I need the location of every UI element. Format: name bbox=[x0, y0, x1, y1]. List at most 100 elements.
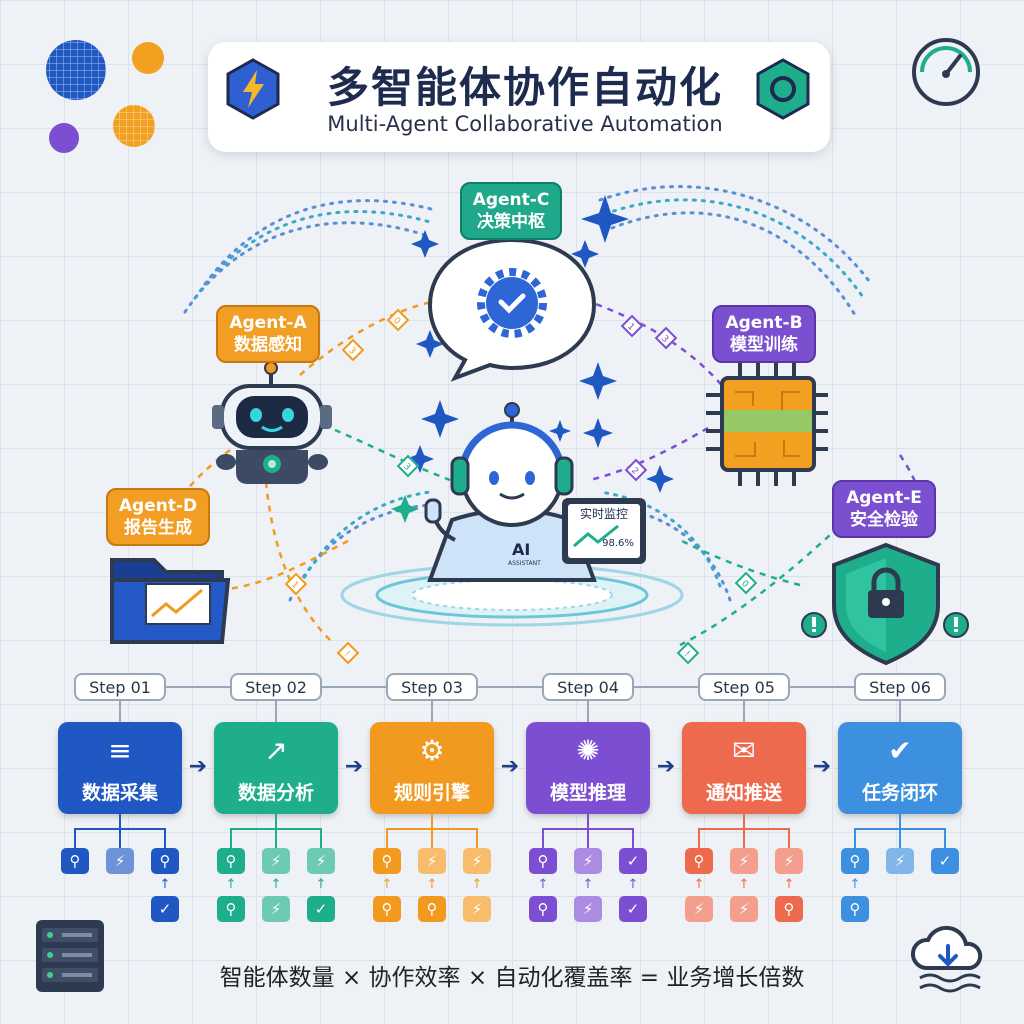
lightning-icon[interactable]: ⚡ bbox=[463, 896, 491, 922]
step-label-4: Step 04 bbox=[542, 673, 634, 701]
step-name: 数据分析 bbox=[237, 782, 314, 804]
search-icon[interactable]: ⚲ bbox=[685, 848, 713, 874]
branch-stem bbox=[476, 828, 478, 848]
sparkle-icon bbox=[581, 195, 629, 243]
lightning-icon[interactable]: ⚡ bbox=[307, 848, 335, 874]
lightning-icon[interactable]: ⚡ bbox=[574, 848, 602, 874]
agent-a-name: Agent-A bbox=[229, 313, 307, 333]
chest-ai-label: AI bbox=[512, 540, 531, 559]
branch-stem bbox=[743, 814, 745, 828]
step-label-3: Step 03 bbox=[386, 673, 478, 701]
agent-c-tag: Agent-C 决策中枢 bbox=[460, 182, 562, 240]
search-icon[interactable]: ⚲ bbox=[373, 848, 401, 874]
lightning-icon[interactable]: ⚡ bbox=[262, 896, 290, 922]
branch-stem bbox=[944, 828, 946, 848]
lightning-icon[interactable]: ⚡ bbox=[886, 848, 914, 874]
lightning-icon[interactable]: ⚡ bbox=[418, 848, 446, 874]
hexagon-nut-icon bbox=[756, 58, 810, 120]
arrow-up-icon: ↑ bbox=[738, 877, 750, 892]
branch-stem bbox=[74, 828, 76, 848]
gauge-icon bbox=[912, 38, 980, 106]
branch-stem bbox=[698, 828, 700, 848]
search-icon[interactable]: ⚲ bbox=[841, 848, 869, 874]
lightning-icon[interactable]: ⚡ bbox=[730, 896, 758, 922]
check-icon[interactable]: ✓ bbox=[151, 896, 179, 922]
search-icon[interactable]: ⚲ bbox=[217, 848, 245, 874]
step-box-6[interactable]: ✔任务闭环 bbox=[838, 722, 962, 814]
page-title: 多智能体协作自动化 bbox=[326, 63, 723, 112]
folder-chart-icon bbox=[110, 558, 231, 644]
ai-assistant-illustration bbox=[340, 402, 684, 627]
search-icon[interactable]: ⚲ bbox=[373, 896, 401, 922]
step-box-4[interactable]: ✺模型推理 bbox=[526, 722, 650, 814]
arrow-right-icon: ➔ bbox=[656, 754, 676, 779]
arrow-right-icon: ➔ bbox=[812, 754, 832, 779]
arrow-right-icon: ➔ bbox=[500, 754, 520, 779]
title-card bbox=[208, 42, 830, 152]
branch-stem bbox=[632, 828, 634, 848]
branch-stem bbox=[119, 828, 121, 848]
lightning-icon[interactable]: ⚡ bbox=[730, 848, 758, 874]
agent-d-name: Agent-D bbox=[118, 496, 198, 516]
agent-d-tag: Agent-D 报告生成 bbox=[106, 488, 210, 546]
search-icon[interactable]: ⚲ bbox=[61, 848, 89, 874]
step-box-3[interactable]: ⚙规则引擎 bbox=[370, 722, 494, 814]
search-icon[interactable]: ⚲ bbox=[151, 848, 179, 874]
check-icon[interactable]: ✓ bbox=[619, 896, 647, 922]
agent-e-name: Agent-E bbox=[846, 488, 922, 508]
search-icon[interactable]: ⚲ bbox=[775, 896, 803, 922]
monitor-title: 实时监控 bbox=[579, 507, 628, 521]
branch-stem bbox=[899, 828, 901, 848]
purple-dot-icon bbox=[49, 123, 79, 153]
agent-c-role: 决策中枢 bbox=[477, 212, 545, 232]
check-icon[interactable]: ✓ bbox=[619, 848, 647, 874]
agent-b-name: Agent-B bbox=[725, 313, 803, 333]
step-box-1[interactable]: ≡数据采集 bbox=[58, 722, 182, 814]
branch-stem bbox=[788, 828, 790, 848]
branch-stem bbox=[275, 828, 277, 848]
branch-stem bbox=[230, 828, 232, 848]
arrow-right-icon: ➔ bbox=[344, 754, 364, 779]
lightning-icon[interactable]: ⚡ bbox=[262, 848, 290, 874]
cloud-download-icon bbox=[910, 925, 983, 993]
agent-b-tag: Agent-B 模型训练 bbox=[712, 305, 816, 363]
arrow-up-icon: ↑ bbox=[270, 877, 282, 892]
gear-check-icon bbox=[477, 268, 547, 338]
check-icon[interactable]: ✓ bbox=[307, 896, 335, 922]
arrow-up-icon: ↑ bbox=[381, 877, 393, 892]
lightning-icon[interactable]: ⚡ bbox=[685, 896, 713, 922]
lightning-icon[interactable]: ⚡ bbox=[463, 848, 491, 874]
step-label-2: Step 02 bbox=[230, 673, 322, 701]
branch-stem bbox=[854, 828, 856, 848]
lightning-icon[interactable]: ⚡ bbox=[106, 848, 134, 874]
arrow-up-icon: ↑ bbox=[426, 877, 438, 892]
branch-stem bbox=[899, 814, 901, 828]
branch-stem bbox=[386, 828, 388, 848]
step-connector bbox=[119, 701, 121, 722]
arrow-up-icon: ↑ bbox=[471, 877, 483, 892]
agent-b-role: 模型训练 bbox=[730, 335, 798, 355]
branch-stem bbox=[119, 814, 121, 828]
lightning-icon[interactable]: ⚡ bbox=[574, 896, 602, 922]
arrow-up-icon: ↑ bbox=[627, 877, 639, 892]
chip-icon bbox=[706, 362, 828, 486]
agent-a-role: 数据感知 bbox=[234, 335, 302, 355]
step-connector bbox=[431, 701, 433, 722]
lightning-icon[interactable]: ⚡ bbox=[775, 848, 803, 874]
search-icon[interactable]: ⚲ bbox=[841, 896, 869, 922]
search-icon[interactable]: ⚲ bbox=[217, 896, 245, 922]
search-icon[interactable]: ⚲ bbox=[529, 896, 557, 922]
check-icon: ✔ bbox=[888, 734, 912, 767]
branch-stem bbox=[431, 828, 433, 848]
branch-stem bbox=[587, 828, 589, 848]
agent-e-role: 安全检验 bbox=[850, 510, 918, 530]
arrow-up-icon: ↑ bbox=[849, 877, 861, 892]
agent-d-role: 报告生成 bbox=[124, 518, 192, 538]
arrow-up-icon: ↑ bbox=[315, 877, 327, 892]
step-box-5[interactable]: ✉通知推送 bbox=[682, 722, 806, 814]
branch-stem bbox=[320, 828, 322, 848]
search-icon[interactable]: ⚲ bbox=[529, 848, 557, 874]
step-box-2[interactable]: ↗数据分析 bbox=[214, 722, 338, 814]
check-icon[interactable]: ✓ bbox=[931, 848, 959, 874]
search-icon[interactable]: ⚲ bbox=[418, 896, 446, 922]
